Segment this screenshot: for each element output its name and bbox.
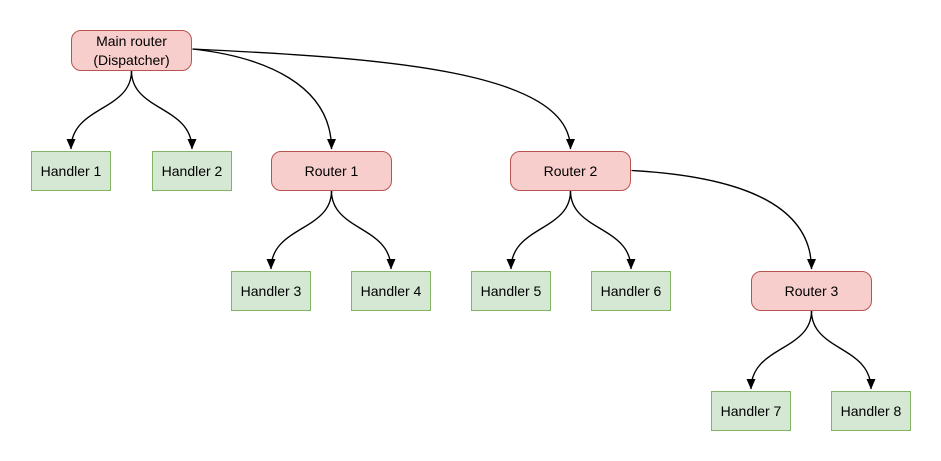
node-label: Main router (Dispatcher) <box>93 32 170 68</box>
node-label: Router 3 <box>784 282 839 299</box>
node-router-1[interactable]: Router 1 <box>271 151 392 191</box>
edge-main-router-to-router-2 <box>192 48 575 150</box>
edge-main-router-to-handler-2 <box>130 70 197 150</box>
node-handler-1[interactable]: Handler 1 <box>31 151 111 191</box>
node-handler-5[interactable]: Handler 5 <box>471 271 551 311</box>
node-label: Router 1 <box>304 162 359 179</box>
edge-router-3-to-handler-7 <box>746 310 813 390</box>
node-router-2[interactable]: Router 2 <box>510 151 631 191</box>
node-label: Handler 8 <box>840 402 902 419</box>
node-handler-7[interactable]: Handler 7 <box>711 391 791 431</box>
node-label: Handler 6 <box>600 282 662 299</box>
node-label: Handler 1 <box>40 162 102 179</box>
edge-router-2-to-handler-6 <box>569 190 636 270</box>
edge-router-3-to-handler-8 <box>810 310 876 390</box>
node-label: Handler 2 <box>161 162 223 179</box>
edge-router-2-to-handler-5 <box>506 190 572 270</box>
node-label: Handler 4 <box>360 282 422 299</box>
node-handler-8[interactable]: Handler 8 <box>831 391 911 431</box>
edge-router-2-to-router-3 <box>631 169 816 270</box>
node-handler-3[interactable]: Handler 3 <box>231 271 311 311</box>
node-label: Handler 5 <box>480 282 542 299</box>
edge-main-router-to-router-1 <box>192 48 336 150</box>
edge-router-1-to-handler-4 <box>330 190 396 270</box>
edge-router-1-to-handler-3 <box>266 190 333 270</box>
node-label: Router 2 <box>543 162 598 179</box>
node-label: Handler 3 <box>240 282 302 299</box>
node-handler-2[interactable]: Handler 2 <box>152 151 232 191</box>
node-handler-6[interactable]: Handler 6 <box>591 271 671 311</box>
edge-main-router-to-handler-1 <box>66 70 133 150</box>
node-label: Handler 7 <box>720 402 782 419</box>
node-handler-4[interactable]: Handler 4 <box>351 271 431 311</box>
node-main-router[interactable]: Main router (Dispatcher) <box>71 30 192 71</box>
node-router-3[interactable]: Router 3 <box>751 271 872 311</box>
